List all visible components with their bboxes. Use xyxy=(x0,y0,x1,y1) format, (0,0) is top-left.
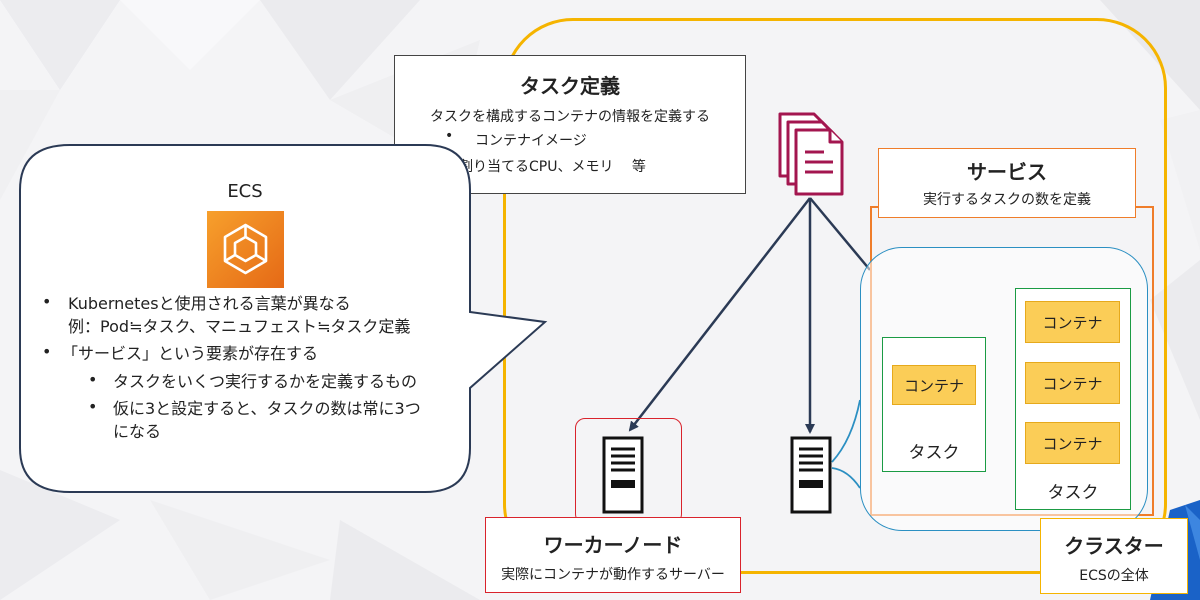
ecs-bullet-mark-2: • xyxy=(42,342,52,361)
task-box: コンテナ タスク xyxy=(882,337,986,472)
ecs-sub-bullet-mark-1: • xyxy=(88,370,98,389)
ecs-sub-bullet-mark-2: • xyxy=(88,397,98,416)
ecs-bullet-example: 例：Pod≒タスク、マニュフェスト≒タスク定義 xyxy=(68,317,411,336)
cluster-frame xyxy=(503,18,1167,574)
container-chip: コンテナ xyxy=(1025,422,1120,464)
task-definition-document-icon xyxy=(778,112,844,196)
container-chip: コンテナ xyxy=(892,365,976,405)
worker-node-label-box: ワーカーノード 実際にコンテナが動作するサーバー xyxy=(485,517,741,593)
ecs-bullet-mark-1: • xyxy=(42,292,52,311)
task-definition-item-resources: 割り当てるCPU、メモリ 等 xyxy=(459,159,646,175)
task-box: コンテナ コンテナ コンテナ タスク xyxy=(1015,288,1131,510)
ecs-bullet-terms: Kubernetesと使用される言葉が異なる xyxy=(68,294,351,313)
service-title: サービス xyxy=(967,160,1047,184)
server-icon xyxy=(602,436,644,514)
ecs-title: ECS xyxy=(227,181,263,202)
cluster-subtitle: ECSの全体 xyxy=(1079,568,1149,584)
worker-node-title: ワーカーノード xyxy=(543,533,683,557)
worker-node-subtitle: 実際にコンテナが動作するサーバー xyxy=(501,567,725,583)
line-to-service xyxy=(809,197,871,271)
cluster-label-box: クラスター ECSの全体 xyxy=(1040,518,1188,594)
ec2-group-link xyxy=(831,467,861,489)
ecs-sub-bullet-example-cont: になる xyxy=(113,422,162,441)
ecs-bullet-service: 「サービス」という要素が存在する xyxy=(62,344,319,363)
container-chip: コンテナ xyxy=(1025,301,1120,343)
ecs-sub-bullet-example: 仮に3と設定すると、タスクの数は常に3つ xyxy=(113,399,421,418)
task-definition-subtitle: タスクを構成するコンテナの情報を定義する xyxy=(430,109,710,125)
ec2-group-link-upper xyxy=(831,399,861,463)
container-chip: コンテナ xyxy=(1025,362,1120,404)
service-label-box: サービス 実行するタスクの数を定義 xyxy=(878,148,1136,218)
task-definition-item-image: コンテナイメージ xyxy=(475,133,587,149)
cluster-title: クラスター xyxy=(1064,534,1164,558)
task-definition-bullet-mark: • xyxy=(445,128,454,144)
service-subtitle: 実行するタスクの数を定義 xyxy=(923,192,1091,208)
arrow-to-worker-node-1 xyxy=(628,197,811,432)
ecs-logo-icon xyxy=(207,211,284,288)
task-label: タスク xyxy=(908,443,960,463)
task-label: タスク xyxy=(1047,483,1099,503)
task-definition-title: タスク定義 xyxy=(520,74,620,98)
ecs-sub-bullet-definition: タスクをいくつ実行するかを定義するもの xyxy=(113,372,418,391)
server-icon xyxy=(790,436,832,514)
